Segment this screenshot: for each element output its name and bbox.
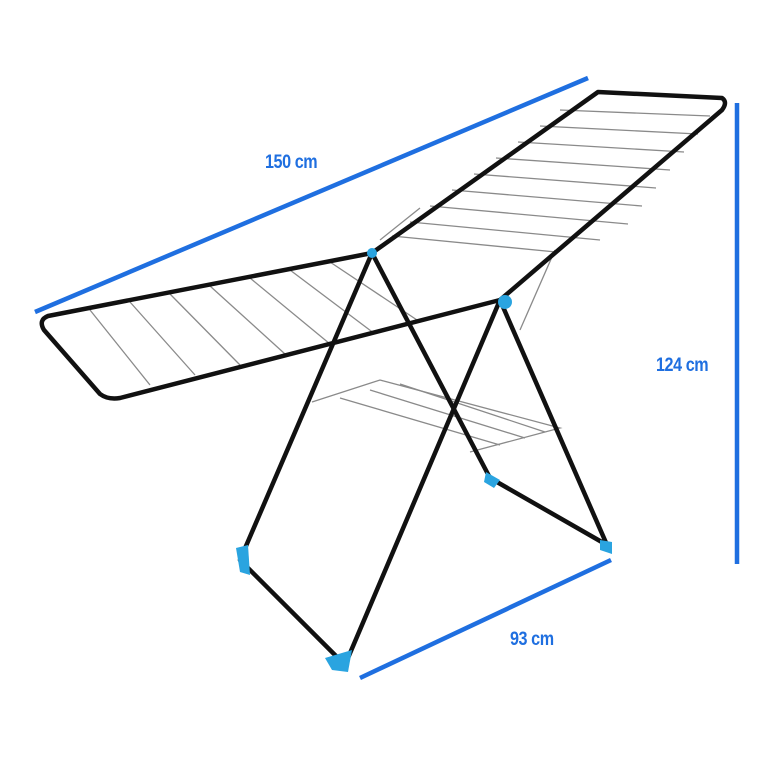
height-label: 124 cm xyxy=(656,355,709,376)
left-wing-wires xyxy=(89,261,421,386)
depth-dimension-line xyxy=(359,557,612,681)
left-wing-frame xyxy=(39,250,501,401)
length-dimension-line xyxy=(34,75,589,315)
hinge-right xyxy=(498,295,512,309)
lower-shelf xyxy=(311,207,563,453)
rear-leg-frame xyxy=(370,251,610,548)
hinge-left xyxy=(367,248,377,258)
foot-rear-right xyxy=(600,540,612,554)
foot-front-left xyxy=(236,545,250,575)
foot-front-right xyxy=(325,650,352,672)
right-wing-wires xyxy=(391,109,711,253)
length-label: 150 cm xyxy=(265,152,318,173)
depth-label: 93 cm xyxy=(510,629,554,650)
front-leg-frame xyxy=(237,252,503,668)
accent-parts xyxy=(236,248,612,672)
right-wing-frame xyxy=(370,89,728,302)
rack-frame xyxy=(39,89,728,668)
foot-rear-left xyxy=(484,472,500,488)
